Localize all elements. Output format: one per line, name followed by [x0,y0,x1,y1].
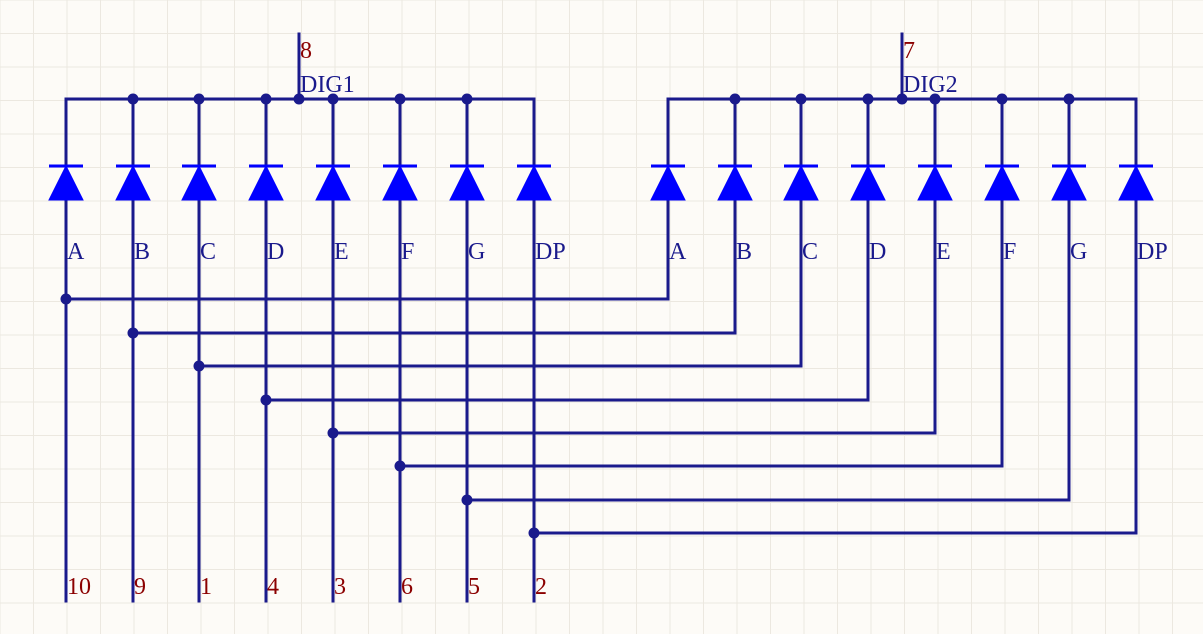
dig2-seg-f-led [984,164,1020,201]
dig2-seg-g-label: G [1070,239,1087,265]
dig1-name: DIG1 [300,72,355,98]
dig2-seg-a-label: A [669,239,687,265]
dig1-seg-f-led [382,164,418,201]
seg-g-cross-junction [461,494,473,506]
dig2-seg-f-bus-junction [996,93,1008,105]
dig1-seg-e-label: E [334,239,349,265]
dig1-seg-c-led [181,164,217,201]
diodes [48,164,1154,201]
dig1-seg-a-led [48,164,84,201]
dig1-seg-g-bus-junction [461,93,473,105]
seg-d-cross-junction [260,394,272,406]
dig2-seg-d-label: D [869,239,886,265]
dig1-seg-b-label: B [134,239,150,265]
dig2-seg-g-bus-junction [1063,93,1075,105]
dig2-seg-dp-label: DP [1137,239,1168,265]
dig2-seg-e-label: E [936,239,951,265]
dig2-seg-d-led [850,164,886,201]
pin-a-number: 10 [67,574,91,600]
pin-g-number: 5 [468,574,480,600]
dig1-bus-junction [293,93,305,105]
dig1-seg-b-bus-junction [127,93,139,105]
seg-a-cross-junction [60,293,72,305]
dig2-seg-e-led [917,164,953,201]
seg-c-cross-junction [193,360,205,372]
dig2-seg-b-label: B [736,239,752,265]
dig1-seg-a-label: A [67,239,85,265]
dig1-seg-c-bus-junction [193,93,205,105]
dig2-seg-a-led [650,164,686,201]
dig1-seg-d-led [248,164,284,201]
seg-b-cross-junction [127,327,139,339]
dig2-seg-c-bus-junction [795,93,807,105]
dig1-seg-e-led [315,164,351,201]
dig1-seg-d-label: D [267,239,284,265]
pin-dp-number: 2 [535,574,547,600]
dig2-seg-f-label: F [1003,239,1016,265]
dig1-seg-c-label: C [200,239,216,265]
dig1-seg-g-led [449,164,485,201]
junctions [60,93,1075,539]
dig2-seg-b-led [717,164,753,201]
dig2-pin-number: 7 [903,38,915,64]
pin-e-number: 3 [334,574,346,600]
pin-c-number: 1 [200,574,212,600]
seg-e-cross-junction [327,427,339,439]
seg-f-cross-junction [394,460,406,472]
dig1-seg-g-label: G [468,239,485,265]
dig1-seg-d-bus-junction [260,93,272,105]
dig1-seg-f-bus-junction [394,93,406,105]
dig1-seg-b-led [115,164,151,201]
dig2-seg-c-led [783,164,819,201]
pin-b-number: 9 [134,574,146,600]
dig1-pin-number: 8 [300,38,312,64]
dig2-seg-g-led [1051,164,1087,201]
dig2-seg-b-bus-junction [729,93,741,105]
pin-f-number: 6 [401,574,413,600]
dig2-seg-c-label: C [802,239,818,265]
dig2-seg-dp-led [1118,164,1154,201]
dig1-seg-dp-label: DP [535,239,566,265]
seg-dp-cross-junction [528,527,540,539]
dig2-seg-e-bus-junction [929,93,941,105]
dig2-seg-d-bus-junction [862,93,874,105]
wires [64,32,1138,603]
pin-d-number: 4 [267,574,279,600]
dig1-seg-f-label: F [401,239,414,265]
dig1-seg-dp-led [516,164,552,201]
dig1-seg-e-bus-junction [327,93,339,105]
dig2-name: DIG2 [903,72,958,98]
dig2-bus-junction [896,93,908,105]
